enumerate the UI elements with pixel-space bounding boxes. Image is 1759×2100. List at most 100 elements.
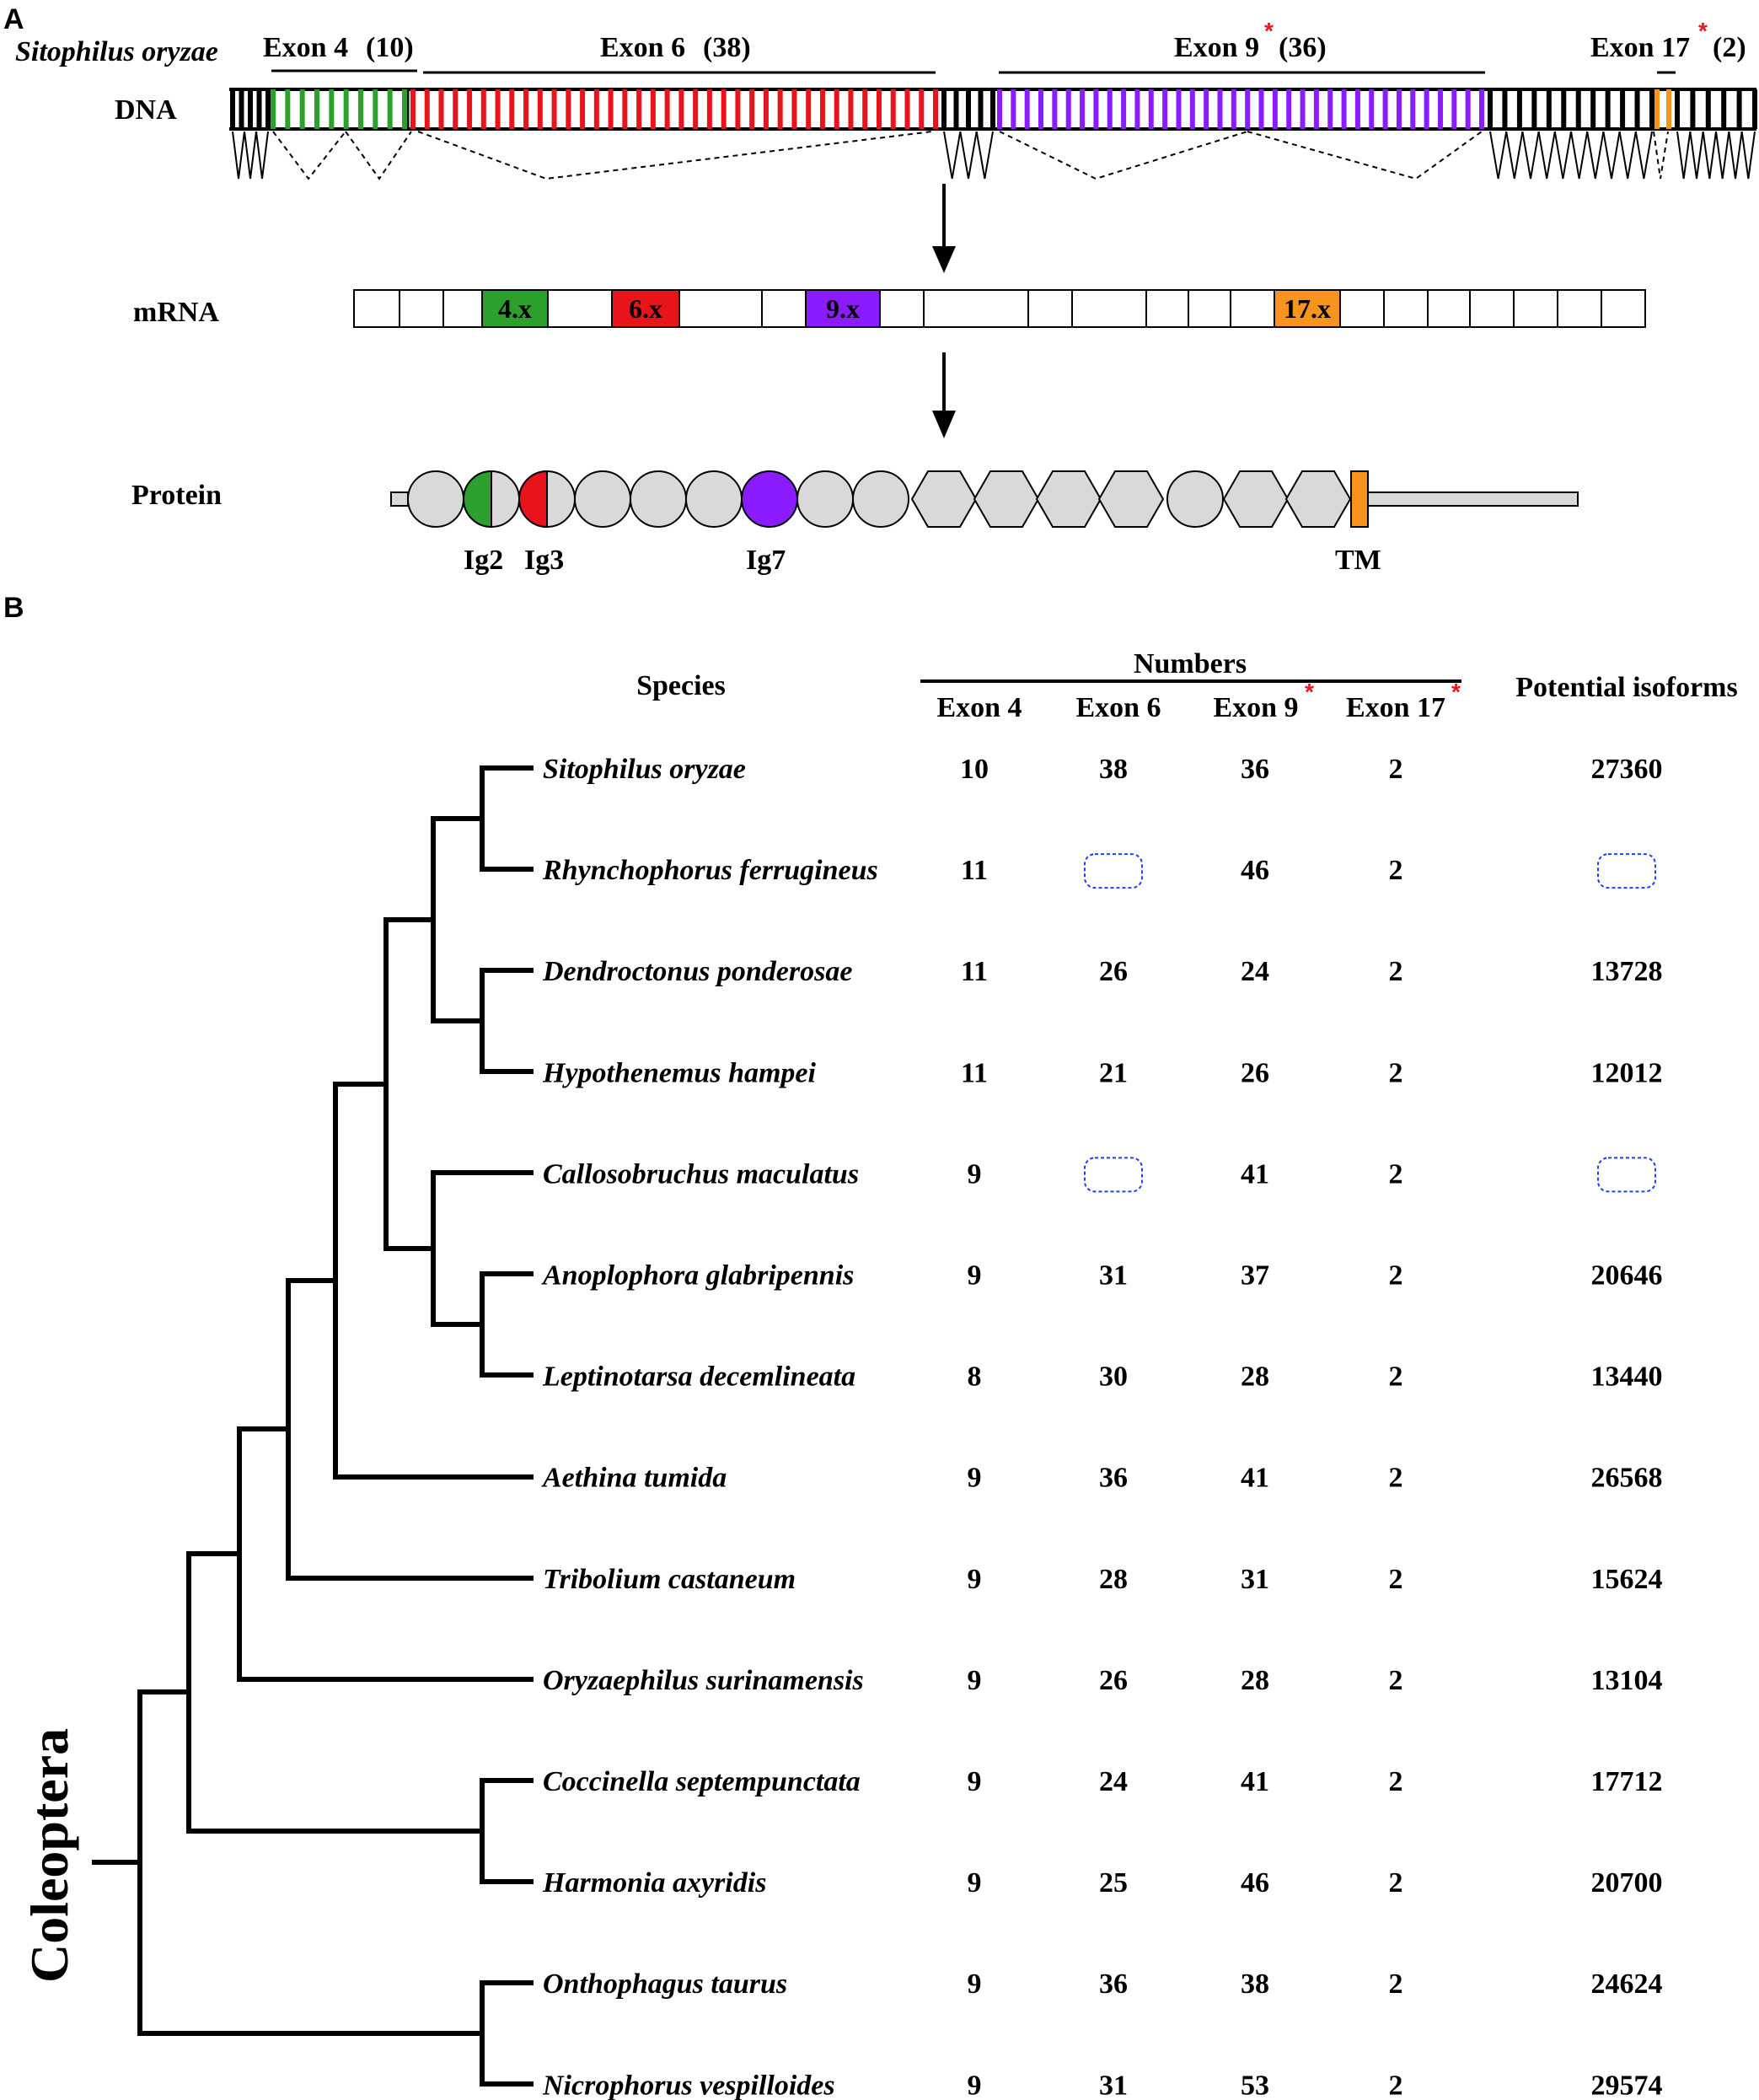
mrna-variable-exon [611, 289, 680, 328]
mrna-variable-exon [1274, 289, 1341, 328]
mrna-exon-label: 17.x [1284, 293, 1331, 324]
species-name: Nicrophorus vespilloides [542, 2070, 835, 2100]
mrna-to-protein-arrow [932, 352, 956, 438]
exon6-value: 28 [1099, 1564, 1128, 1595]
mrna-variable-exon [805, 289, 881, 328]
ig-domain [796, 470, 854, 528]
dna-splice-line [1715, 131, 1730, 180]
exon4-value: 9 [968, 1766, 982, 1797]
ig7-label: Ig7 [746, 545, 786, 576]
species-name: Callosobruchus maculatus [543, 1158, 859, 1190]
exon17-value: 2 [1389, 1260, 1403, 1292]
isoforms-value: 13104 [1591, 1665, 1663, 1696]
dna-splice-line [1602, 131, 1621, 180]
ig-domain [852, 470, 909, 528]
exon4-value: 8 [968, 1362, 982, 1393]
missing-value-box [1084, 1157, 1143, 1193]
species-name: Dendroctonus ponderosae [542, 956, 852, 987]
exon4-header: Exon 4 [936, 692, 1022, 723]
exon-4-header: Exon 4 (10) [263, 32, 414, 63]
isoforms-header: Potential isoforms [1515, 672, 1737, 703]
exon4-value: 11 [961, 956, 988, 987]
dna-splice-line [1676, 131, 1692, 180]
isoforms-value: 15624 [1591, 1564, 1663, 1595]
exon9-value: 38 [1241, 1968, 1269, 2000]
exon4-value: 9 [968, 1968, 982, 2000]
tm-domain [1350, 470, 1369, 528]
exon6-value: 26 [1099, 1665, 1128, 1696]
fn3-domain [910, 470, 978, 528]
species-name: Oryzaephilus surinamensis [543, 1665, 864, 1696]
fn3-domain [1035, 470, 1102, 528]
dna-dashed-splices [272, 131, 1669, 180]
isoforms-value: 26568 [1591, 1463, 1663, 1494]
ig-domain [1166, 470, 1224, 528]
exon17-value: 2 [1389, 1867, 1403, 1899]
exon6-value: 36 [1099, 1968, 1128, 2000]
variable-domain-half [518, 470, 548, 529]
ig-domain [574, 470, 631, 528]
ig-domain [630, 470, 687, 528]
dna-splice-line [975, 131, 994, 180]
dna-splice-lines [232, 131, 1756, 180]
exon9-value: 41 [1241, 1463, 1269, 1494]
ig-domain [685, 470, 743, 528]
exon-4-count: (10) [366, 32, 414, 63]
variable-domain-half [463, 470, 492, 529]
fn3-domain [1097, 470, 1165, 528]
exon9-value: 46 [1241, 855, 1269, 886]
mrna-exon-label: 4.x [498, 293, 532, 324]
exon9-value: 53 [1241, 2070, 1269, 2100]
dna-splice-line [1702, 131, 1717, 180]
clade-label: Coleoptera [19, 1728, 79, 1983]
exon9-value: 41 [1241, 1766, 1269, 1797]
exon4-value: 9 [968, 1665, 982, 1696]
ig-domain [407, 470, 464, 528]
exon9-header-star: * [1305, 679, 1314, 705]
isoforms-value: 20700 [1591, 1867, 1663, 1899]
dna-splice-line [1634, 131, 1653, 180]
exon9-value: 37 [1241, 1260, 1269, 1292]
species-name: Anoplophora glabripennis [541, 1260, 854, 1292]
exon-17-header: Exon 17 * (2) [1590, 18, 1746, 63]
dna-splice-line [943, 131, 962, 180]
exon17-value: 2 [1389, 1968, 1403, 2000]
isoforms-value: 20646 [1591, 1260, 1663, 1292]
dna-splice-line [1505, 131, 1524, 180]
species-name: Rhynchophorus ferrugineus [542, 855, 878, 886]
exon9-value: 31 [1241, 1564, 1269, 1595]
dna-to-mrna-arrow [932, 184, 956, 273]
exon-9-header: Exon 9 * (36) [1174, 18, 1327, 63]
phylogenetic-tree [92, 765, 534, 2087]
exon17-value: 2 [1389, 1766, 1403, 1797]
exon6-value: 26 [1099, 956, 1128, 987]
species-name: Coccinella septempunctata [543, 1766, 861, 1797]
exon9-value: 24 [1241, 956, 1269, 987]
exon6-value: 24 [1099, 1766, 1128, 1797]
protein-domain-track [390, 470, 1579, 529]
isoforms-value: 27360 [1591, 754, 1663, 785]
tm-label: TM [1335, 545, 1381, 576]
numbers-header: Numbers [1134, 648, 1247, 679]
mrna-label: mRNA [133, 297, 219, 328]
mrna-variable-exon [481, 289, 549, 328]
exon17-value: 2 [1389, 1362, 1403, 1393]
exon6-value: 31 [1099, 2070, 1128, 2100]
isoforms-value: 13440 [1591, 1362, 1663, 1393]
dna-splice-line [1537, 131, 1556, 180]
exon4-value: 11 [961, 855, 988, 886]
dna-splice-line [1570, 131, 1589, 180]
exon4-value: 9 [968, 1564, 982, 1595]
exon6-value: 30 [1099, 1362, 1128, 1393]
missing-value-box [1597, 1157, 1656, 1193]
